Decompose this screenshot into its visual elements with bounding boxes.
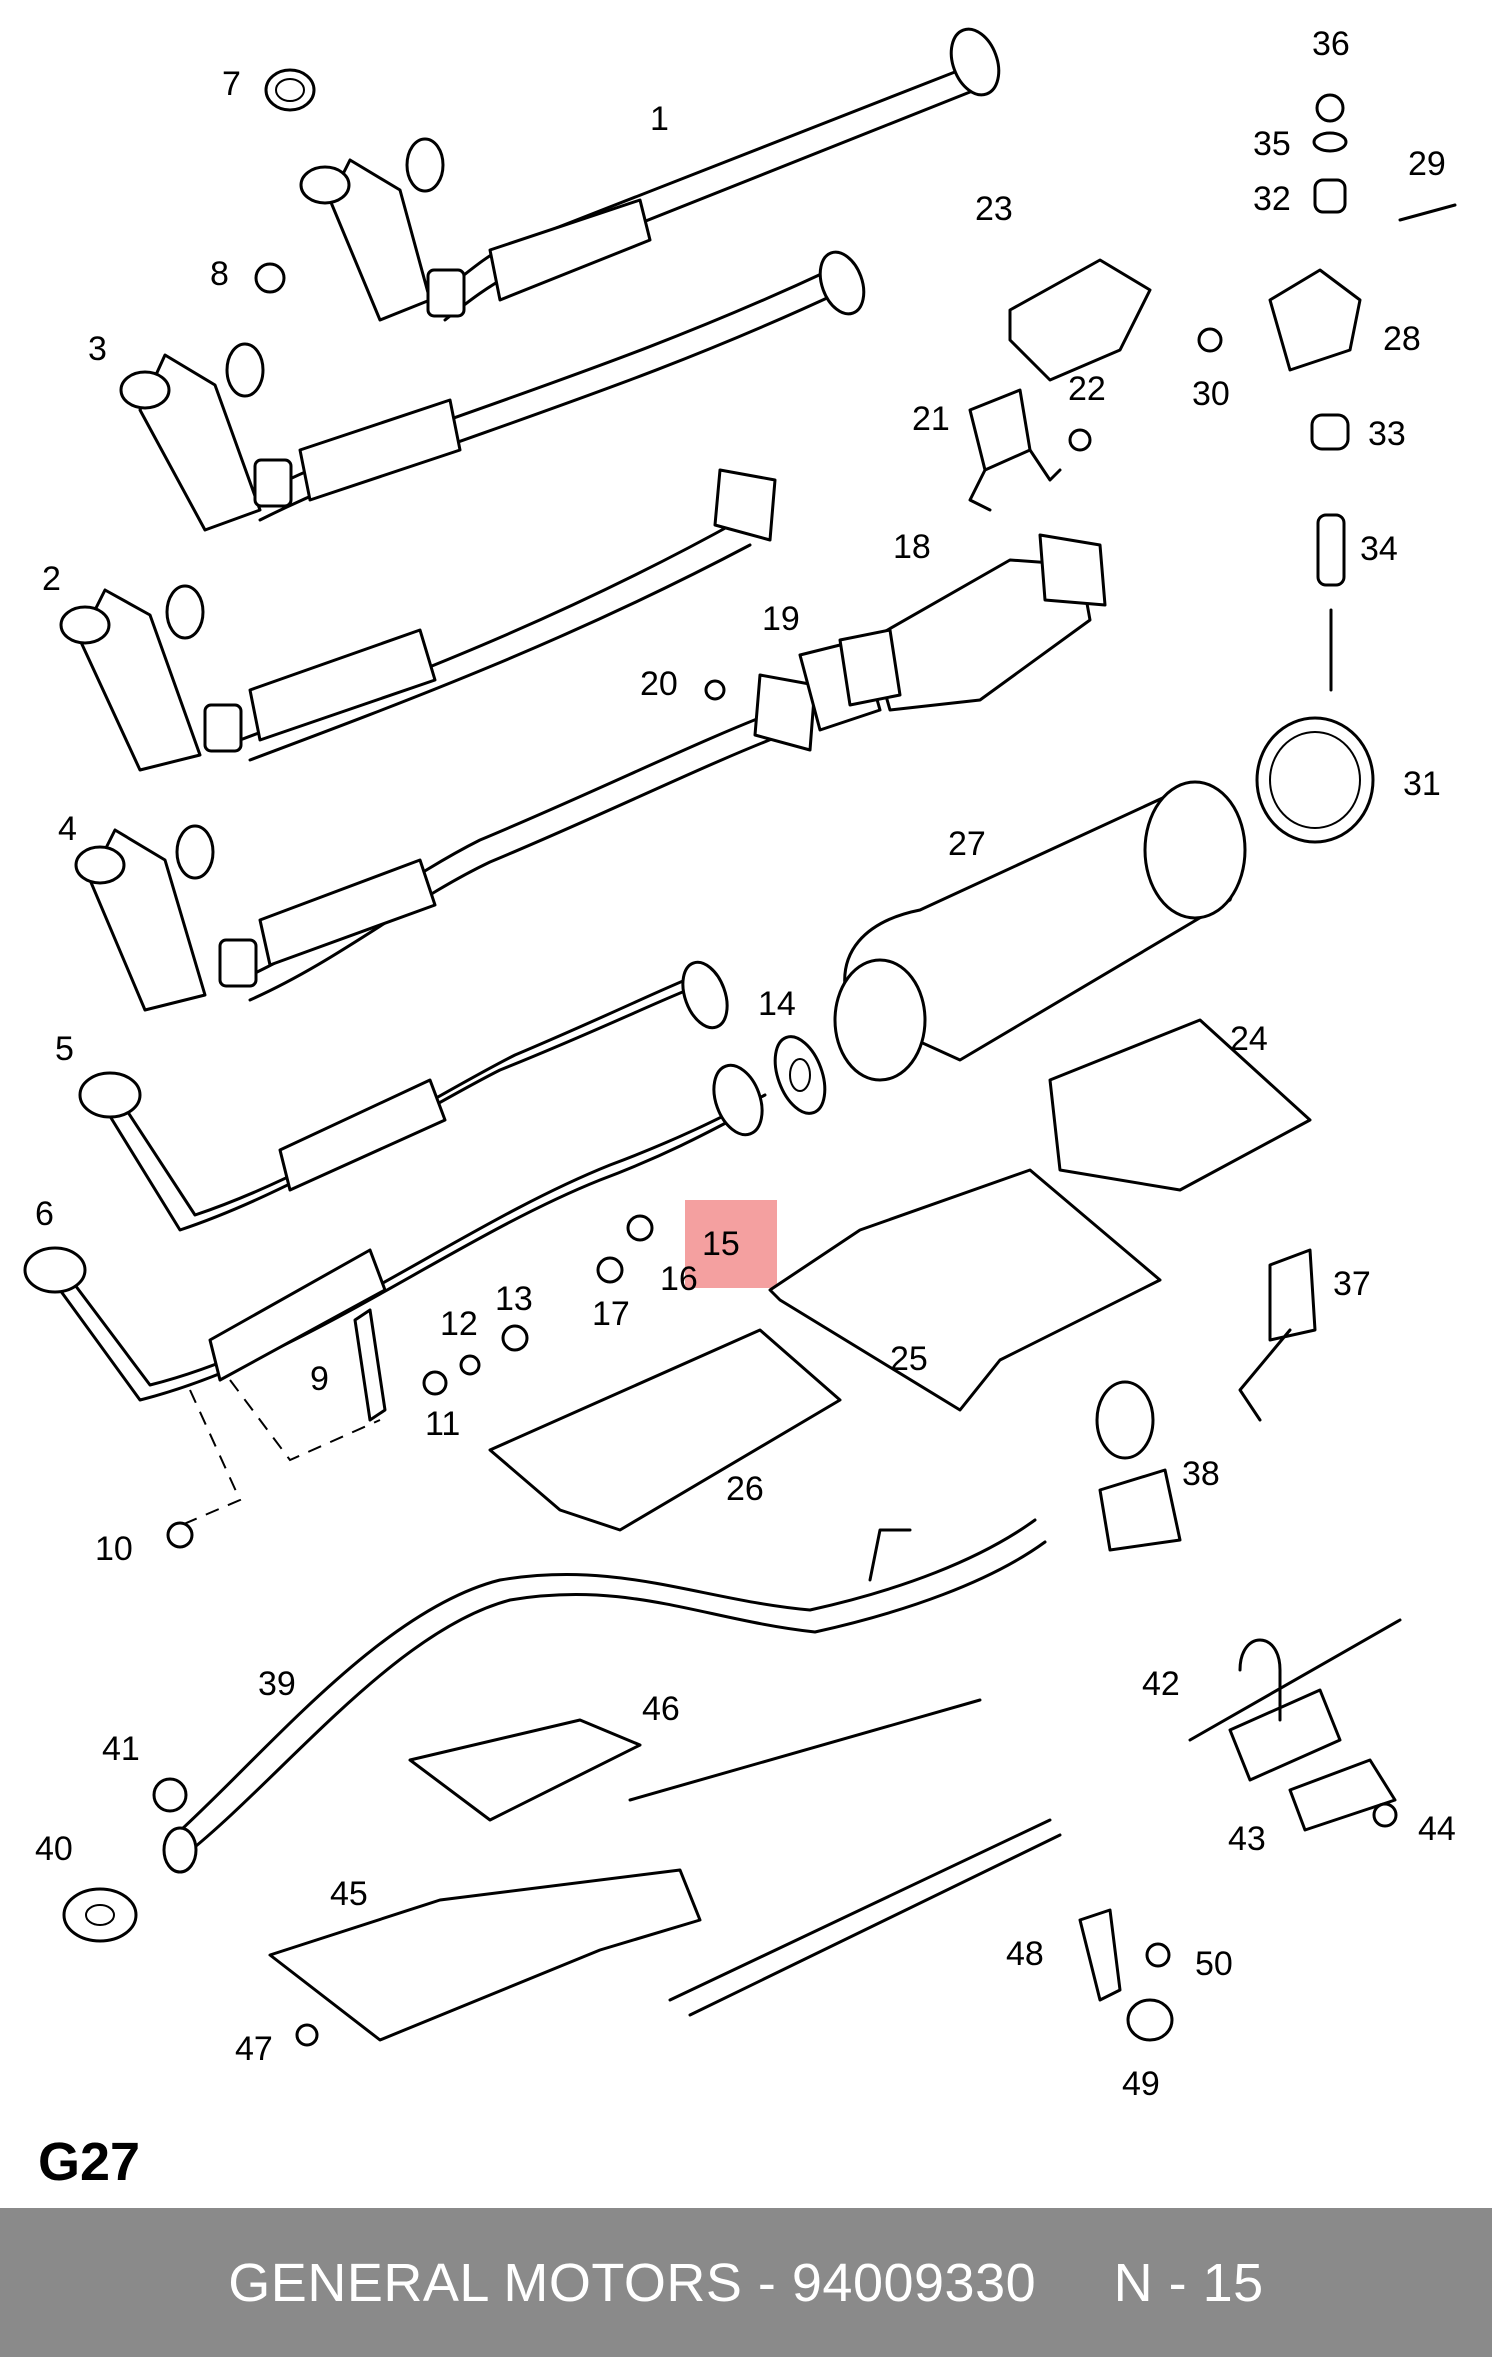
flange-gasket-14: [596, 1035, 827, 1284]
pipe-assembly-5: [78, 960, 729, 1232]
insulator-49: [1126, 1998, 1174, 2042]
pipe-assembly-1: [299, 27, 1001, 322]
muffler-27: [833, 780, 1247, 1082]
sheet-code: G27: [38, 2132, 140, 2192]
catalytic-converter-18: [704, 533, 1107, 732]
part-label-45: 45: [330, 1875, 368, 1913]
bracket-21: [968, 388, 1092, 512]
part-label-32: 32: [1253, 180, 1291, 218]
part-label-24: 24: [1230, 1020, 1268, 1058]
part-label-46: 46: [642, 1690, 680, 1728]
heat-shield-26: [488, 1328, 842, 1532]
part-label-5: 5: [55, 1030, 74, 1068]
clamp-42-43-44: [1188, 1618, 1402, 1832]
part-label-42: 42: [1142, 1665, 1180, 1703]
pipe-assembly-4: [74, 673, 817, 1012]
part-label-44: 44: [1418, 1810, 1456, 1848]
part-label-50: 50: [1195, 1945, 1233, 1983]
part-label-29: 29: [1408, 145, 1446, 183]
part-number-labels: 1234567891011121314151617181920212223242…: [35, 25, 1456, 2103]
part-label-35: 35: [1253, 125, 1291, 163]
insulator-40-41: [62, 1777, 188, 1943]
part-label-25: 25: [890, 1340, 928, 1378]
pipe-assembly-6: [23, 1063, 767, 1402]
part-label-11: 11: [425, 1405, 460, 1443]
underbody-lines: [628, 1698, 1062, 2017]
part-label-15: 15: [702, 1225, 740, 1263]
part-label-47: 47: [235, 2030, 273, 2068]
highlight-part-15: [685, 1200, 777, 1288]
part-label-33: 33: [1368, 415, 1406, 453]
part-label-43: 43: [1228, 1820, 1266, 1858]
bolt-47: [295, 2023, 319, 2047]
part-label-28: 28: [1383, 320, 1421, 358]
part-label-12: 12: [440, 1305, 478, 1343]
part-label-22: 22: [1068, 370, 1106, 408]
part-label-26: 26: [726, 1470, 764, 1508]
part-label-9: 9: [310, 1360, 329, 1398]
part-label-31: 31: [1403, 765, 1441, 803]
part-label-17: 17: [592, 1295, 630, 1333]
part-label-10: 10: [95, 1530, 133, 1568]
part-label-3: 3: [88, 330, 107, 368]
part-label-18: 18: [893, 528, 931, 566]
part-label-1: 1: [650, 100, 669, 138]
part-label-14: 14: [758, 985, 796, 1023]
part-label-40: 40: [35, 1830, 73, 1868]
footer-bar: GENERAL MOTORS - 94009330 N - 15: [0, 2208, 1492, 2357]
heat-shield-45: [268, 1868, 702, 2042]
part-label-2: 2: [42, 560, 61, 598]
part-label-49: 49: [1122, 2065, 1160, 2103]
part-label-36: 36: [1312, 25, 1350, 63]
part-label-19: 19: [762, 600, 800, 638]
hanger-38: [1095, 1380, 1182, 1552]
bracket-48: [1078, 1908, 1122, 2002]
heat-shield-24: [1048, 1018, 1312, 1192]
pipe-assembly-3: [119, 250, 866, 532]
part-label-8: 8: [210, 255, 229, 293]
bracket-37: [1238, 1248, 1317, 1422]
heat-shield-23: [1008, 258, 1152, 382]
part-label-7: 7: [222, 65, 241, 103]
part-label-6: 6: [35, 1195, 54, 1233]
small-hardware-parts: [166, 68, 529, 1549]
part-label-4: 4: [58, 810, 77, 848]
tail-pipe-39: [162, 1518, 1047, 1874]
hanger-mount-assembly: [1197, 93, 1457, 844]
footer-text: GENERAL MOTORS - 94009330 N - 15: [228, 2252, 1264, 2313]
part-label-21: 21: [912, 400, 950, 438]
part-label-48: 48: [1006, 1935, 1044, 1973]
part-label-16: 16: [660, 1260, 698, 1298]
pipe-assembly-2: [59, 468, 777, 772]
part-label-27: 27: [948, 825, 986, 863]
part-label-13: 13: [495, 1280, 533, 1318]
bolt-50: [1145, 1942, 1171, 1968]
part-label-37: 37: [1333, 1265, 1371, 1303]
heat-shield-25: [768, 1168, 1162, 1412]
part-label-23: 23: [975, 190, 1013, 228]
part-label-41: 41: [102, 1730, 140, 1768]
part-label-39: 39: [258, 1665, 296, 1703]
part-label-34: 34: [1360, 530, 1398, 568]
part-label-20: 20: [640, 665, 678, 703]
part-label-30: 30: [1192, 375, 1230, 413]
heat-shield-46: [408, 1718, 642, 1822]
part-label-38: 38: [1182, 1455, 1220, 1493]
